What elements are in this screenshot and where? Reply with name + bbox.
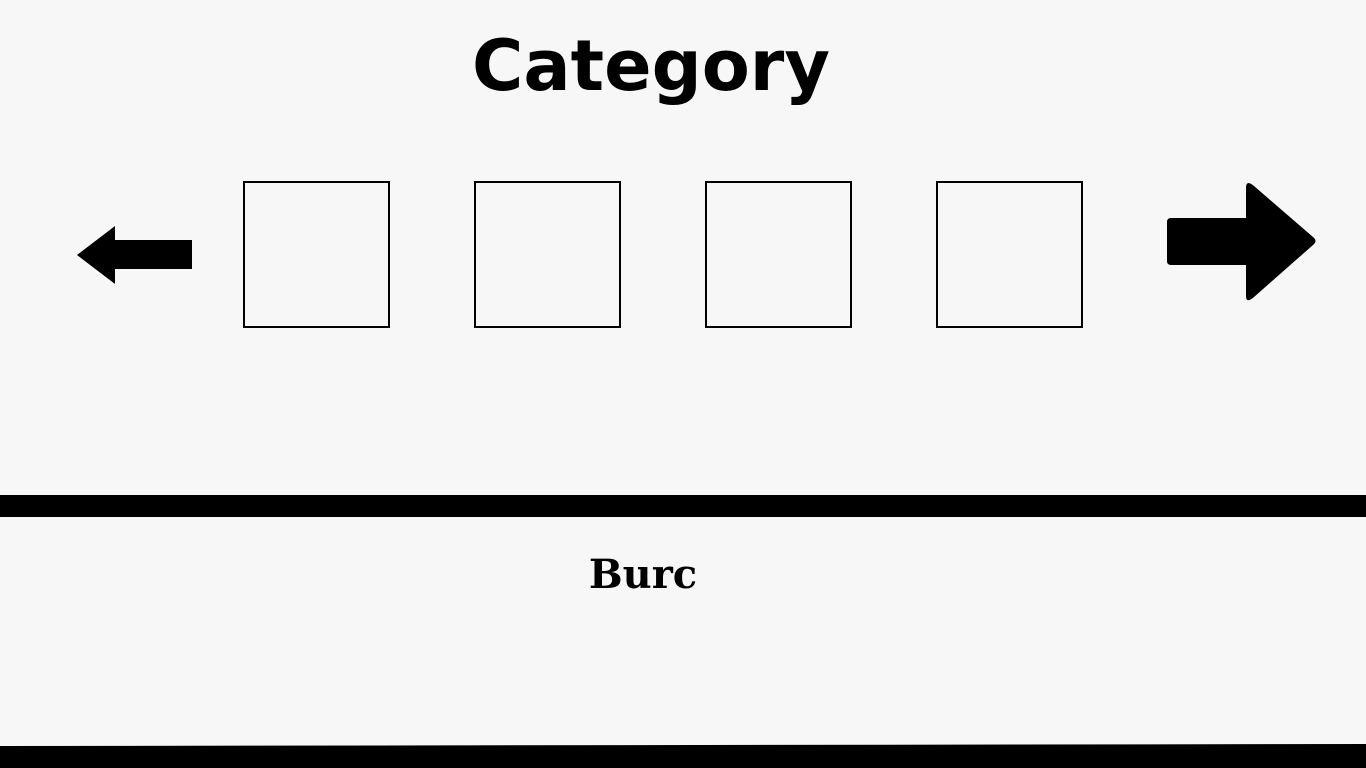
bottom-divider <box>0 744 1366 768</box>
category-slot-2[interactable] <box>474 181 621 328</box>
category-slot-3[interactable] <box>705 181 852 328</box>
page-title: Category <box>472 25 830 107</box>
category-slot-1[interactable] <box>243 181 390 328</box>
section-divider <box>0 495 1366 517</box>
arrow-right-icon[interactable] <box>1166 180 1318 304</box>
category-slot-4[interactable] <box>936 181 1083 328</box>
selected-item-name: Burc <box>588 551 698 598</box>
arrow-left-icon[interactable] <box>76 224 194 286</box>
